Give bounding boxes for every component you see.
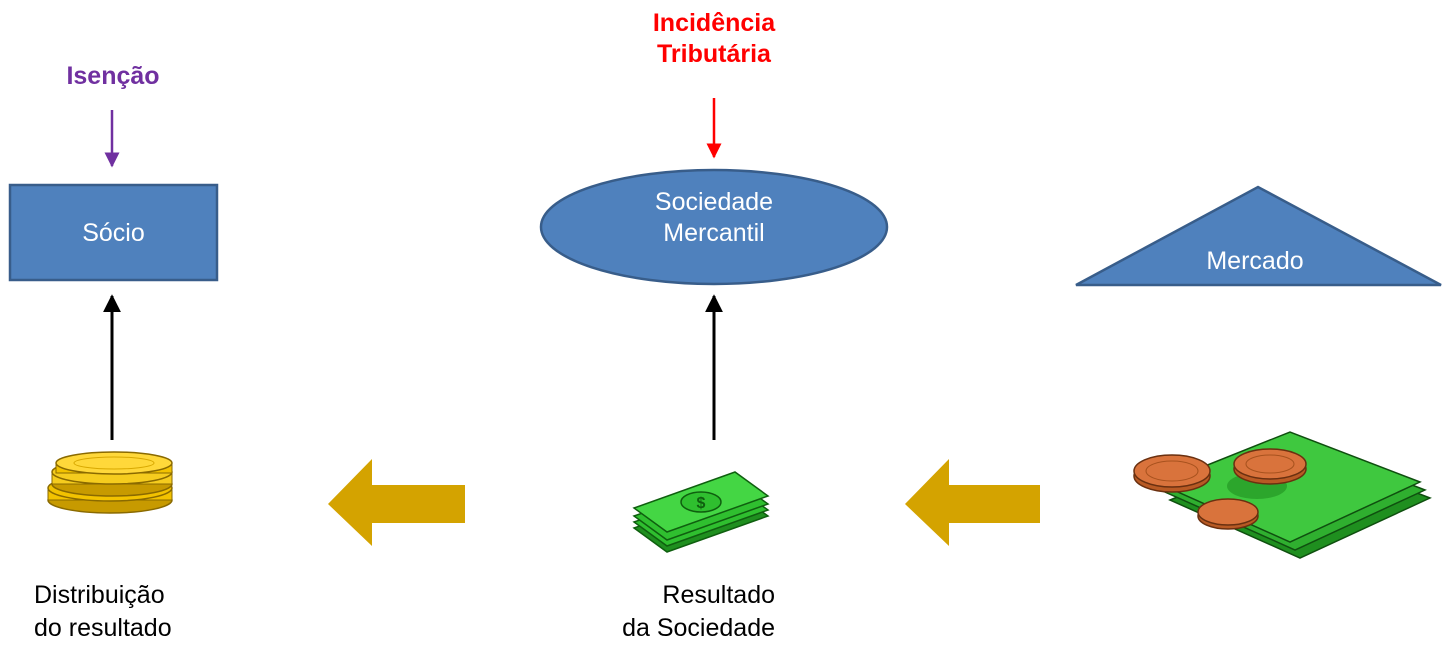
- gold-coins-icon: [47, 451, 173, 514]
- incidencia-label-line1: Incidência: [652, 9, 776, 37]
- socio-box: [8, 183, 219, 282]
- resultado-caption-line2: da Sociedade: [622, 614, 775, 642]
- flow-arrow-resultado-to-distribuicao: [328, 459, 465, 546]
- isencao-label: Isenção: [66, 62, 160, 90]
- socio-label: Sócio: [82, 219, 145, 247]
- incidencia-label-line2: Tributária: [657, 40, 771, 68]
- mercado-triangle: [1075, 185, 1442, 287]
- money-and-coins-icon: [1133, 431, 1432, 559]
- svg-text:$: $: [697, 495, 706, 512]
- cash-bills-icon: $: [632, 471, 770, 553]
- incidencia-label: Incidência Tributária: [614, 8, 814, 70]
- distribuicao-caption: Distribuição do resultado: [34, 579, 234, 645]
- sociedade-ellipse: [539, 168, 889, 286]
- resultado-caption-line1: Resultado: [662, 581, 775, 609]
- resultado-caption: Resultado da Sociedade: [560, 579, 775, 645]
- distribuicao-caption-line1: Distribuição: [34, 581, 165, 609]
- sociedade-label-line1: Sociedade: [654, 188, 774, 216]
- sociedade-label-line2: Mercantil: [663, 219, 765, 247]
- sociedade-label: Sociedade Mercantil: [584, 187, 844, 249]
- flow-arrow-mercado-to-resultado: [905, 459, 1040, 546]
- mercado-label: Mercado: [1206, 247, 1304, 275]
- distribuicao-caption-line2: do resultado: [34, 614, 172, 642]
